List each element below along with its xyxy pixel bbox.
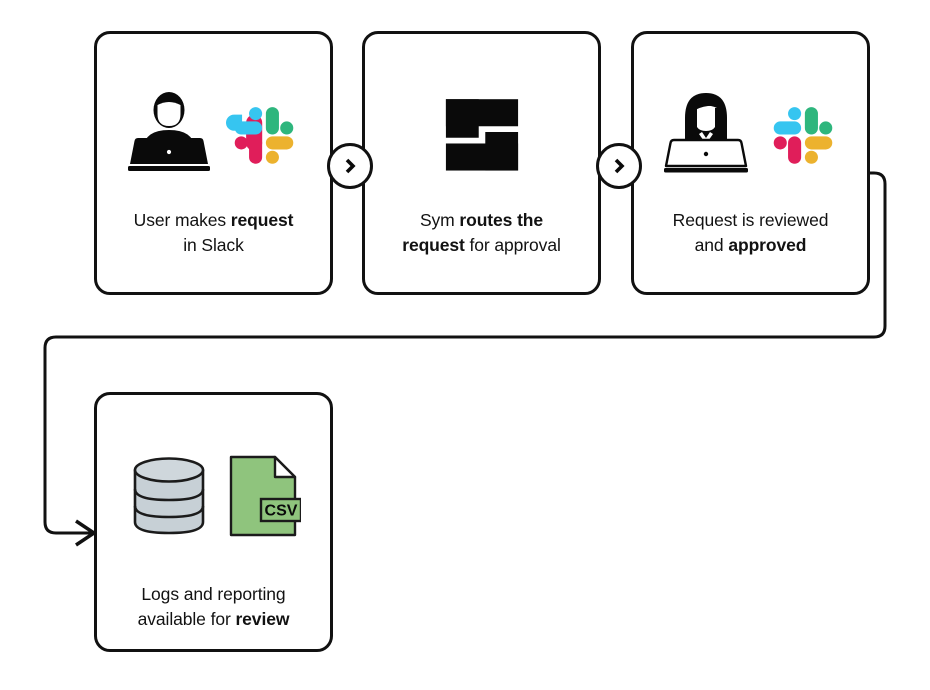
card-2-caption-line1-plain: Sym (419, 210, 460, 230)
card-1-caption-line1-bold: request (230, 210, 294, 230)
card-2-caption-line2-plain: for approval (464, 234, 561, 255)
card-1-icon-group (97, 86, 330, 178)
card-3-icon-group (634, 86, 867, 178)
chevron-right-icon (345, 158, 356, 174)
card-2-caption-line1-bold: routes the (459, 210, 544, 230)
flow-card-sym-routes[interactable]: Sym routes the request for approval (362, 31, 601, 295)
card-4-caption: Logs and reporting available for review (97, 582, 330, 632)
person-at-black-laptop-icon (127, 92, 210, 171)
slack-logo-icon (773, 107, 832, 164)
csv-badge-label: CSV (264, 503, 297, 520)
card-4-caption-line1-plain: Logs and reporting (141, 584, 286, 604)
card-3-caption-line2-bold: approved (728, 234, 807, 255)
connector-badge-1-2[interactable] (327, 143, 373, 189)
sym-logo-icon (445, 99, 518, 171)
flow-card-logs-reporting[interactable]: CSV Logs and reporting available for rev… (94, 392, 333, 652)
flow-card-request-approved[interactable]: Request is reviewed and approved (631, 31, 870, 295)
card-1-caption-line1-plain: User makes (133, 210, 231, 230)
card-4-icon-group: CSV (97, 450, 330, 542)
card-2-caption: Sym routes the request for approval (365, 208, 598, 258)
card-3-caption-line2-plain: and (694, 234, 729, 255)
card-3-caption: Request is reviewed and approved (634, 208, 867, 258)
card-3-caption-line1-plain: Request is reviewed (672, 210, 829, 230)
card-4-caption-line2-plain: available for (137, 608, 236, 629)
database-cylinder-icon (133, 457, 204, 535)
card-1-caption-line2-plain: in Slack (183, 234, 244, 255)
woman-at-white-laptop-icon (663, 93, 748, 173)
slack-logo-icon (225, 107, 293, 164)
connector-badge-2-3[interactable] (596, 143, 642, 189)
card-1-caption: User makes request in Slack (97, 208, 330, 258)
card-2-caption-line2-bold: request (402, 234, 465, 255)
card-4-caption-line2-bold: review (235, 608, 290, 629)
csv-file-icon: CSV (229, 455, 301, 537)
connector-arrowhead-icon (75, 519, 98, 547)
flow-card-user-request[interactable]: User makes request in Slack (94, 31, 333, 295)
card-2-icon-group (365, 86, 598, 178)
chevron-right-icon (614, 158, 625, 174)
